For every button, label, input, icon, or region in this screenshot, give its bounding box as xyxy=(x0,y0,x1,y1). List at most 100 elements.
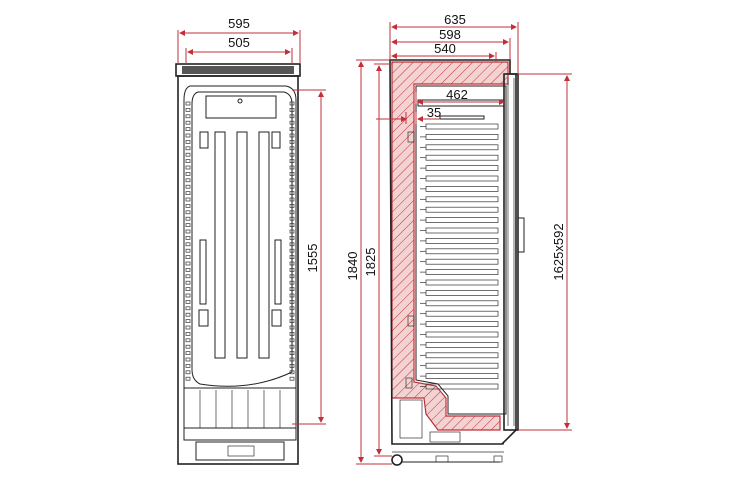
rack-slot-right xyxy=(289,293,295,298)
rack-slot-right xyxy=(289,300,295,304)
rack-slot-right xyxy=(289,101,295,106)
dim-side-depth-total: 635 xyxy=(389,12,519,74)
front-bottom-compartments xyxy=(184,387,296,461)
rack-slot-right xyxy=(289,172,295,176)
front-side-racks xyxy=(185,101,295,381)
rack-slot-right xyxy=(289,312,295,317)
rack-slot-right xyxy=(289,114,295,119)
shelf xyxy=(420,248,499,255)
shelf xyxy=(420,362,499,369)
wheel-icon xyxy=(391,454,403,466)
shelf xyxy=(420,206,499,213)
side-insulation xyxy=(391,61,509,431)
dim-door-size: 1625x592 xyxy=(518,73,572,431)
rack-slot-right xyxy=(289,287,295,291)
rack-slot-right xyxy=(289,108,295,112)
label-1825: 1825 xyxy=(363,248,378,277)
rack-slot-left xyxy=(185,364,191,368)
rack-slot-left xyxy=(185,165,191,170)
front-screw-icon xyxy=(237,98,243,104)
rack-slot-right xyxy=(289,325,295,330)
label-35: 35 xyxy=(427,105,441,120)
rack-slot-right xyxy=(289,242,295,247)
rack-slot-left xyxy=(185,370,191,375)
rack-slot-right xyxy=(289,197,295,202)
shelf xyxy=(420,123,499,130)
rack-slot-right xyxy=(289,338,295,343)
rack-slot-left xyxy=(185,344,191,349)
shelf xyxy=(420,154,499,161)
shelf xyxy=(420,279,499,286)
label-598: 598 xyxy=(439,27,461,42)
shelf xyxy=(420,383,499,390)
shelf xyxy=(420,300,499,307)
front-view: 595 505 1555 xyxy=(175,16,326,465)
rack-slot-left xyxy=(185,133,191,138)
rack-slot-left xyxy=(185,159,191,163)
rack-slot-left xyxy=(185,108,191,112)
rack-slot-right xyxy=(289,204,295,208)
dim-side-offset-35: 35 xyxy=(376,105,441,124)
rack-slot-left xyxy=(185,204,191,208)
label-595: 595 xyxy=(228,16,250,31)
rack-slot-left xyxy=(185,140,191,144)
shelf xyxy=(420,175,499,182)
dim-side-height-1825: 1825 xyxy=(363,63,392,457)
rack-slot-right xyxy=(289,159,295,163)
rack-slot-right xyxy=(289,332,295,336)
rack-slot-left xyxy=(185,255,191,259)
rack-slot-left xyxy=(185,280,191,285)
rack-slot-left xyxy=(185,293,191,298)
label-1555: 1555 xyxy=(305,244,320,273)
shelf xyxy=(420,342,499,348)
shelf xyxy=(420,352,499,359)
dim-side-depth-540: 540 xyxy=(391,41,497,62)
rack-slot-right xyxy=(289,127,295,131)
rack-slot-left xyxy=(185,306,191,311)
rack-slot-right xyxy=(289,146,295,151)
rack-slot-left xyxy=(185,172,191,176)
shelf xyxy=(420,238,499,244)
rack-slot-right xyxy=(289,376,295,381)
rack-slot-left xyxy=(185,101,191,106)
side-view: 635 598 540 462 35 xyxy=(345,12,572,466)
rack-slot-left xyxy=(185,178,191,183)
rack-slot-left xyxy=(185,120,191,125)
shelf xyxy=(420,134,499,140)
shelf-clip xyxy=(405,377,413,389)
shelf xyxy=(420,331,499,338)
rack-slot-right xyxy=(289,178,295,183)
shelf xyxy=(420,290,499,296)
rack-slot-right xyxy=(289,344,295,349)
rack-slot-left xyxy=(185,197,191,202)
rack-slot-left xyxy=(185,223,191,227)
front-control-box xyxy=(205,95,277,119)
side-compressor-area xyxy=(391,399,504,466)
shelf xyxy=(420,144,499,151)
rack-slot-right xyxy=(289,184,295,189)
rack-slot-right xyxy=(289,223,295,227)
shelf xyxy=(420,186,499,192)
rack-slot-right xyxy=(289,191,295,195)
rack-slot-left xyxy=(185,146,191,151)
rack-slot-left xyxy=(185,287,191,291)
rack-slot-right xyxy=(289,152,295,157)
rack-slot-left xyxy=(185,351,191,355)
label-505: 505 xyxy=(228,35,250,50)
rack-slot-right xyxy=(289,306,295,311)
rack-slot-left xyxy=(185,319,191,323)
dim-front-width-outer: 595 xyxy=(177,16,301,64)
rack-slot-right xyxy=(289,140,295,144)
rack-slot-right xyxy=(289,319,295,323)
rack-slot-right xyxy=(289,236,295,240)
front-evaporator-plate xyxy=(191,91,293,387)
rack-slot-right xyxy=(289,216,295,221)
rack-slot-right xyxy=(289,274,295,279)
shelf xyxy=(420,321,499,327)
rack-slot-left xyxy=(185,242,191,247)
shelf xyxy=(420,227,499,234)
shelf xyxy=(420,165,499,171)
front-channels xyxy=(198,131,282,359)
side-small-bracket xyxy=(439,115,485,120)
rack-slot-right xyxy=(289,268,295,272)
